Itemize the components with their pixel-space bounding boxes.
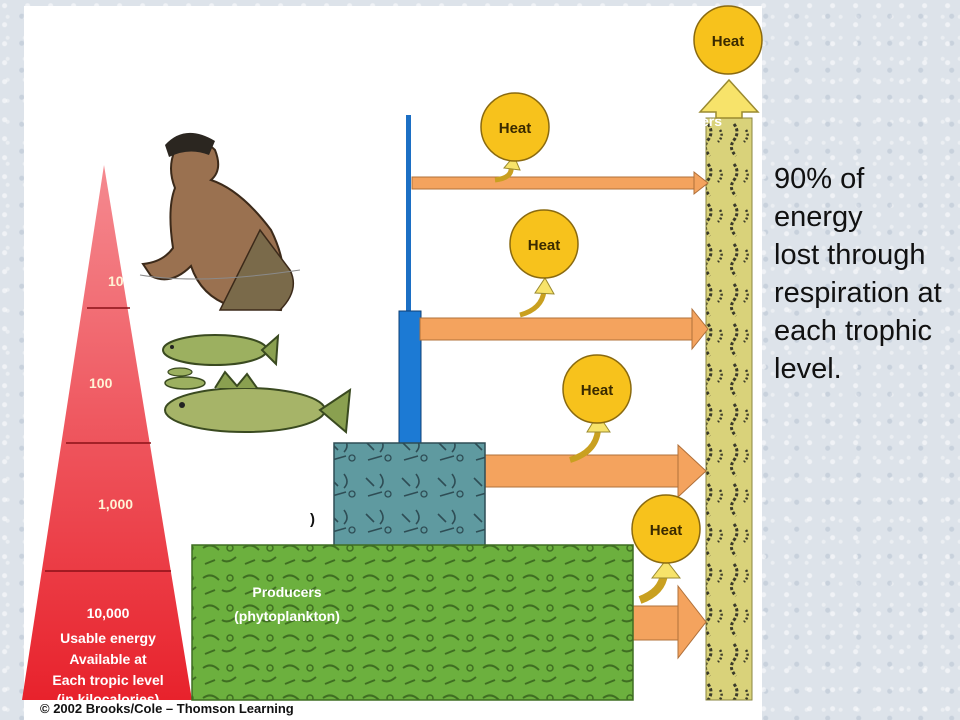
heat-release-arrow-head (534, 277, 555, 295)
svg-text:Heat: Heat (528, 237, 561, 254)
top-consumer-line (406, 115, 411, 315)
secondary-consumer-bar (398, 310, 422, 447)
energy-arrow (483, 443, 707, 499)
caption-line: lost through (774, 239, 926, 271)
heat-circle: Heat (693, 5, 763, 75)
caption-line: 90% of (774, 163, 865, 195)
energy-arrow (419, 307, 709, 351)
caption-text: 90% of energy lost through respiration a… (774, 160, 960, 388)
heat-circle: Heat (480, 92, 550, 162)
producers-box (191, 544, 634, 701)
caption-line: each trophic (774, 315, 932, 347)
caption-line: energy (774, 201, 863, 233)
pyramid-base-line: Each tropic level (52, 672, 163, 688)
pyramid-level-1000: 1,000 (98, 496, 133, 512)
pyramid-level-10: 10 (108, 273, 124, 289)
heat-circle: Heat (631, 494, 701, 564)
heat-circle: Heat (509, 209, 579, 279)
energy-arrow (411, 170, 709, 196)
heat-release-arrow-head (650, 559, 682, 579)
fish-illustration (162, 333, 352, 434)
partial-label-paren: ) (310, 511, 315, 528)
zooplankton-box (333, 442, 486, 554)
human-illustration (139, 132, 301, 312)
pyramid-base-line: Usable energy (60, 630, 156, 646)
caption-line: respiration at (774, 277, 942, 309)
pyramid-level-10000: 10,000 (87, 605, 130, 621)
heat-circle: Heat (562, 354, 632, 424)
energy-arrow (631, 584, 707, 660)
decomposer-heat-arrow (698, 78, 760, 119)
pyramid-level-100: 100 (89, 375, 113, 391)
svg-text:Heat: Heat (650, 522, 683, 539)
producers-label: Producers (252, 584, 321, 600)
heat-release-arrow (569, 429, 601, 463)
energy-pyramid (22, 165, 192, 700)
heat-release-arrow-head (503, 155, 521, 171)
svg-text:Heat: Heat (712, 33, 745, 50)
caption-line: level. (774, 353, 842, 385)
copyright-notice: © 2002 Brooks/Cole – Thomson Learning (40, 701, 294, 716)
svg-text:Heat: Heat (499, 120, 532, 137)
svg-text:Heat: Heat (581, 382, 614, 399)
heat-release-arrow (519, 290, 547, 318)
producers-sublabel: (phytoplankton) (234, 608, 340, 624)
pyramid-base-line: Available at (69, 651, 147, 667)
decomposer-column (705, 117, 753, 701)
pyramid-base-line: (in kilocalories) (57, 691, 160, 707)
